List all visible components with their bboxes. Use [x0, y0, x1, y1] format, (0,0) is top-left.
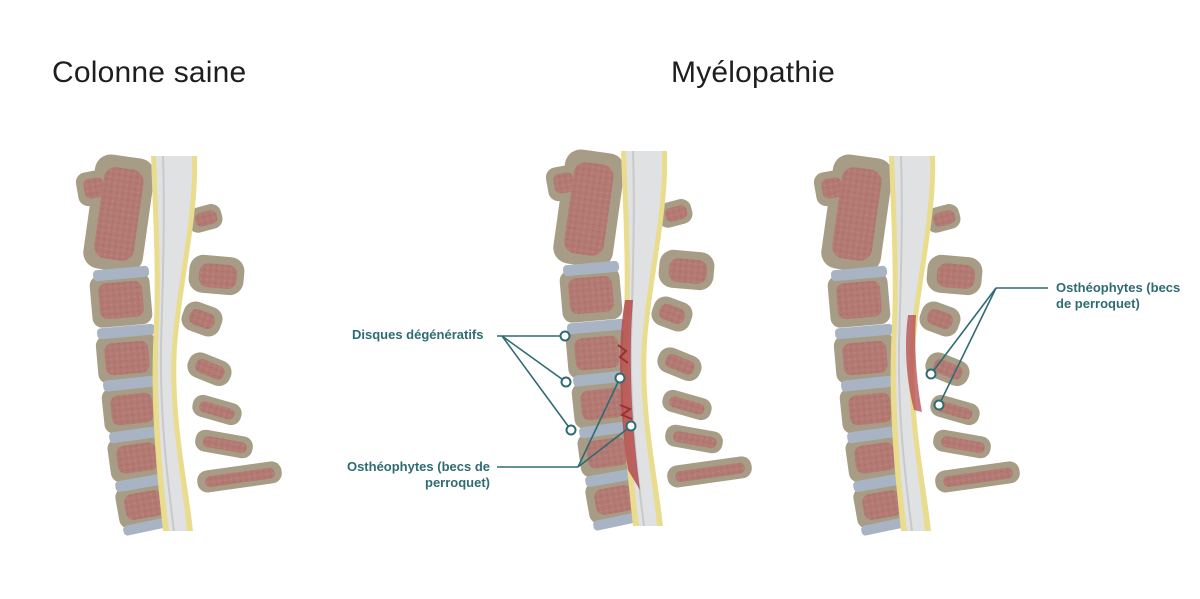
label-osteophytes-right-line1: Osthéophytes (becs	[1056, 280, 1181, 295]
osteophyte-spurs	[617, 344, 633, 420]
title-healthy-spine: Colonne saine	[52, 56, 247, 89]
compressed-cord-region	[620, 300, 640, 490]
title-myelopathy: Myélopathie	[671, 56, 835, 89]
label-osteophytes-right: Osthéophytes (becs de perroquet)	[1056, 280, 1196, 312]
myelopathy-spine-osteophytes	[811, 151, 1023, 538]
healthy-spine	[73, 151, 285, 538]
label-osteophytes-middle-line2: perroquet)	[425, 475, 490, 490]
label-osteophytes-right-line2: de perroquet)	[1056, 296, 1140, 311]
osteophyte-compression	[906, 315, 922, 412]
label-degenerative-discs: Disques dégénératifs	[352, 327, 484, 342]
label-osteophytes-middle-line1: Osthéophytes (becs de	[346, 459, 490, 474]
label-osteophytes-middle: Osthéophytes (becs de perroquet)	[330, 459, 490, 491]
myelopathy-spine-discs	[543, 146, 755, 533]
